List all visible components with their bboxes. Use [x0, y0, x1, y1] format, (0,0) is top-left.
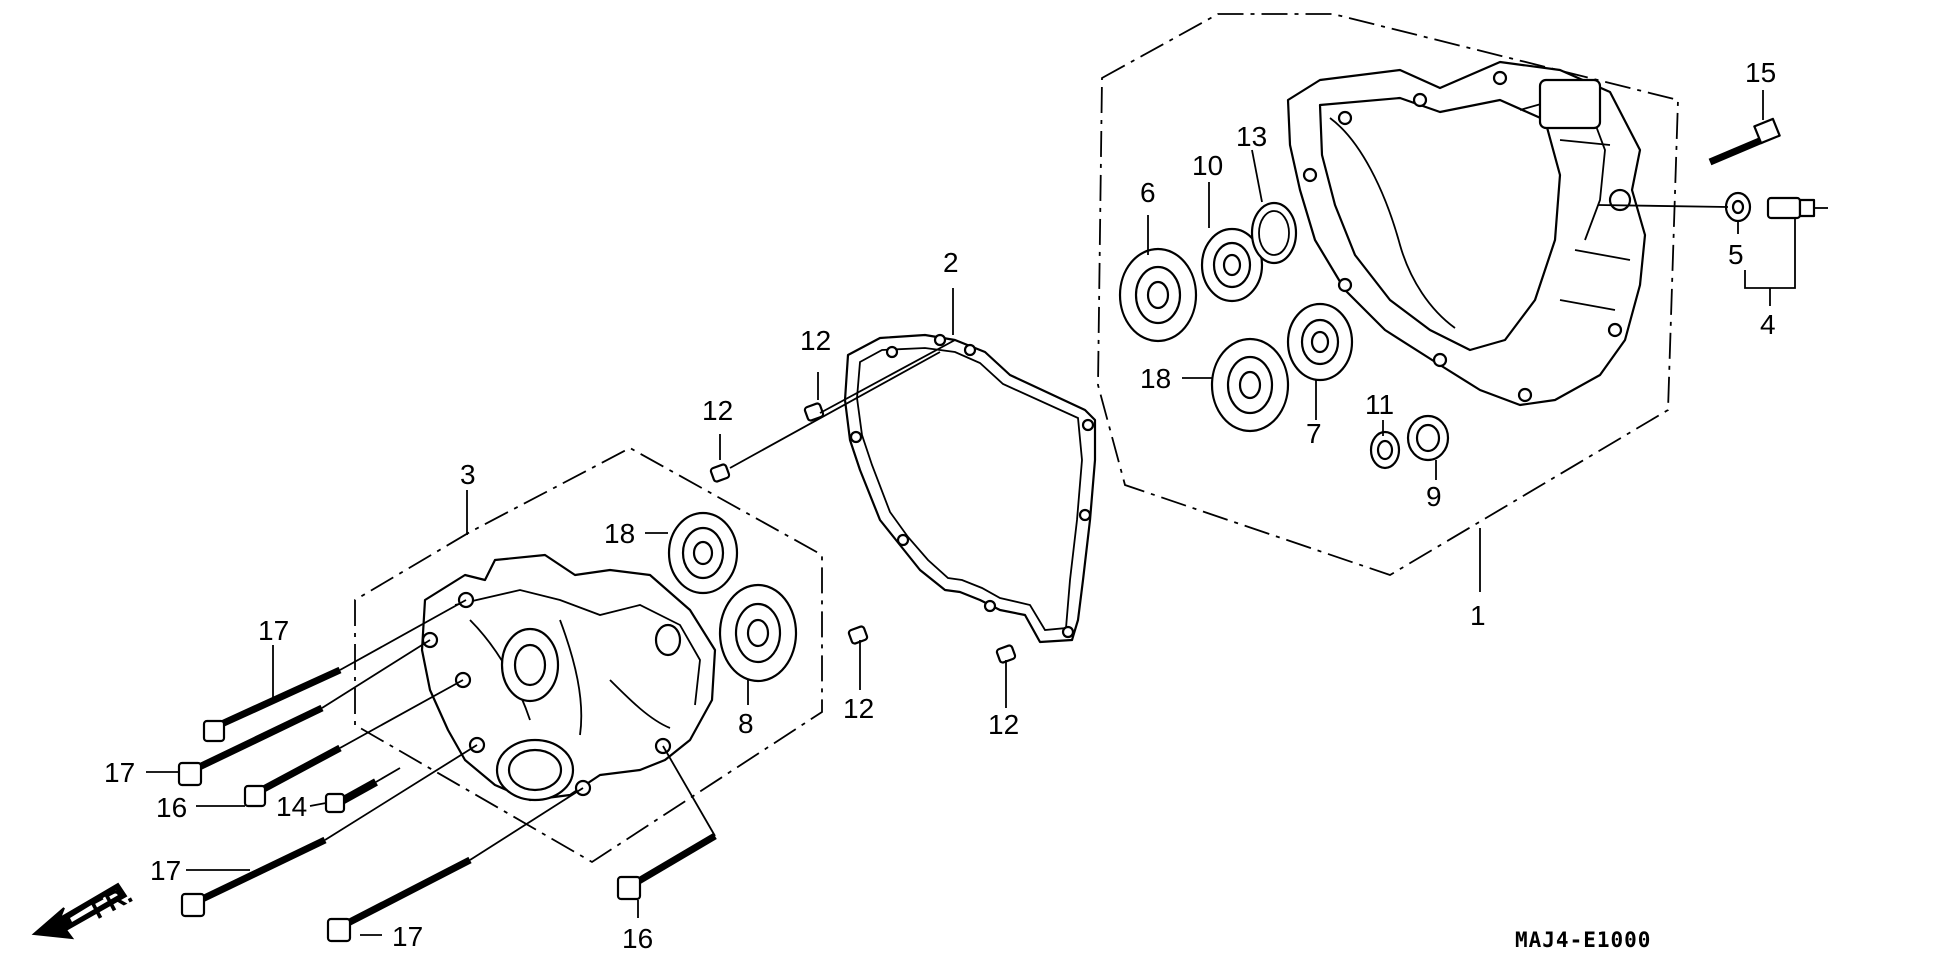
callout-9: 9 — [1426, 481, 1442, 512]
group-1-outline — [1097, 13, 1679, 576]
diagram-code: MAJ4-E1000 — [1515, 928, 1651, 952]
callout-4: 4 — [1760, 309, 1776, 340]
callout-12d: 12 — [988, 709, 1019, 740]
callout-11: 11 — [1365, 389, 1394, 420]
callout-16a: 16 — [156, 792, 187, 823]
callout-17d: 17 — [392, 921, 423, 952]
callout-16b: 16 — [622, 923, 653, 954]
callout-10: 10 — [1192, 150, 1223, 181]
callout-12c: 12 — [843, 693, 874, 724]
callout-6: 6 — [1140, 177, 1156, 208]
callout-3: 3 — [460, 459, 476, 490]
group-3-outline — [354, 446, 823, 864]
bearing-icon — [1286, 302, 1354, 382]
bearing-icon — [1406, 414, 1450, 462]
callout-13: 13 — [1236, 121, 1267, 152]
bolt-icon — [326, 856, 472, 943]
arrow-icon — [31, 882, 128, 940]
bearing-icon — [667, 511, 739, 595]
dowel-pin-icon — [995, 644, 1017, 664]
bearing-icon — [718, 583, 798, 683]
direction-label: FR. — [86, 879, 137, 925]
callout-18a: 18 — [1140, 363, 1171, 394]
bearing-icon — [1118, 247, 1198, 343]
case-housing-icon — [1286, 60, 1647, 407]
dowel-pin-icon — [803, 402, 825, 422]
bolt-icon — [180, 836, 327, 918]
bolt-icon — [243, 744, 342, 808]
dowel-pin-icon — [709, 463, 731, 483]
dowel-pin-icon — [847, 625, 869, 645]
callout-1: 1 — [1470, 600, 1486, 631]
bolt-icon — [616, 832, 717, 901]
bearing-icon — [1210, 337, 1290, 433]
bearing-icon — [1200, 227, 1264, 303]
callout-12b: 12 — [702, 395, 733, 426]
callout-15: 15 — [1745, 57, 1776, 88]
bearing-icon — [1369, 430, 1401, 470]
callout-14: 14 — [276, 791, 307, 822]
bolt-icon — [177, 704, 324, 787]
callout-7: 7 — [1306, 418, 1322, 449]
callout-17b: 17 — [104, 757, 135, 788]
gasket-icon — [843, 333, 1097, 644]
callout-8: 8 — [738, 708, 754, 739]
callout-2: 2 — [943, 247, 959, 278]
callout-12a: 12 — [800, 325, 831, 356]
callout-18b: 18 — [604, 518, 635, 549]
washer-icon — [1724, 191, 1752, 223]
circlip-icon — [1250, 201, 1298, 265]
bolt-icon — [324, 778, 378, 814]
callout-5: 5 — [1728, 239, 1744, 270]
switch-icon — [1766, 196, 1828, 220]
callout-17c: 17 — [150, 855, 181, 886]
cover-housing-icon — [420, 553, 717, 802]
callout-17a: 17 — [258, 615, 289, 646]
bolt-icon — [1708, 117, 1781, 166]
bolt-icon — [202, 666, 342, 743]
